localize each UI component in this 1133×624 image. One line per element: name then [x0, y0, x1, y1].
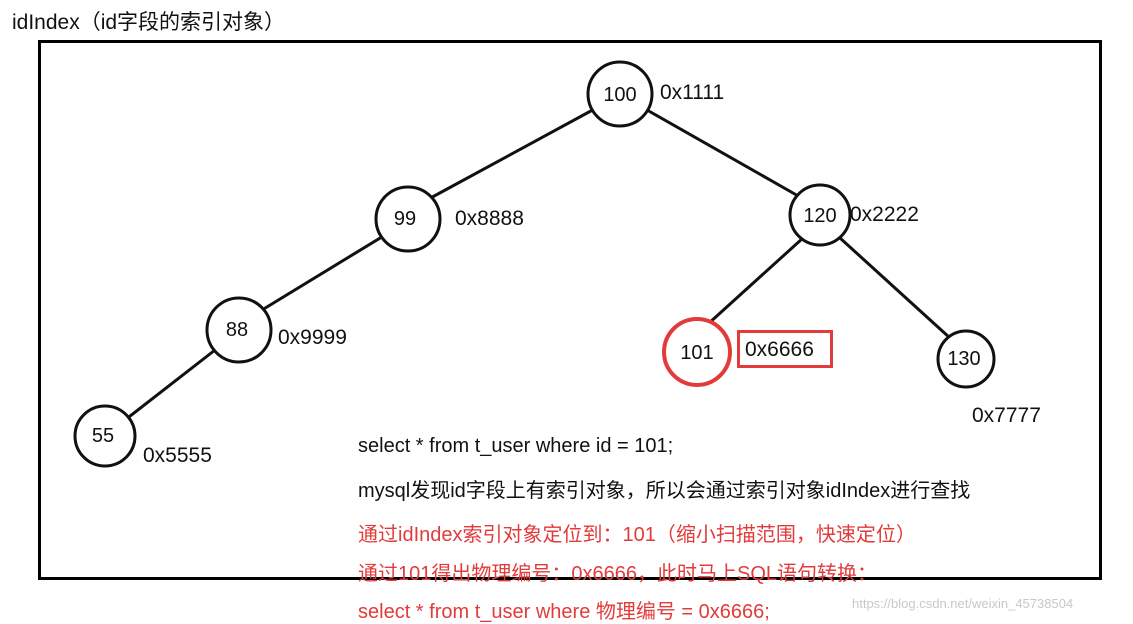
node-value: 130	[947, 348, 980, 370]
highlighted-address-box	[737, 330, 833, 368]
tree-node-99: 99	[374, 185, 442, 253]
edge-100-99	[424, 104, 601, 203]
highlight-line: 通过idIndex索引对象定位到：101（缩小扫描范围，快速定位）	[358, 524, 916, 546]
node-value: 100	[603, 84, 636, 106]
tree-node-130: 130	[936, 329, 996, 389]
sql-query-line: select * from t_user where id = 101;	[358, 435, 674, 457]
edge-100-120	[639, 104, 801, 199]
node-value: 99	[394, 208, 416, 230]
node-address: 0x2222	[850, 203, 919, 226]
converted-sql-line: select * from t_user where 物理编号 = 0x6666…	[358, 601, 770, 623]
node-value: 120	[803, 205, 836, 227]
tree-node-101: 101	[662, 317, 732, 387]
edge-88-55	[124, 348, 216, 422]
node-address: 0x6666	[745, 338, 814, 361]
node-address: 0x9999	[278, 326, 347, 349]
node-value: 101	[680, 342, 713, 364]
edge-120-130	[838, 236, 952, 340]
tree-node-55: 55	[73, 404, 137, 468]
node-value: 55	[92, 425, 114, 447]
edge-120-101	[706, 236, 805, 326]
explanation-line: mysql发现id字段上有索引对象，所以会通过索引对象idIndex进行查找	[358, 480, 971, 502]
tree-node-88: 88	[205, 296, 273, 364]
watermark: https://blog.csdn.net/weixin_45738504	[852, 596, 1074, 611]
highlight-line: 通过101得出物理编号：0x6666，此时马上SQL语句转换：	[358, 563, 878, 585]
node-address: 0x5555	[143, 444, 212, 467]
node-address: 0x1111	[660, 81, 725, 104]
edge-99-88	[261, 233, 386, 312]
node-address: 0x8888	[455, 207, 524, 230]
node-address: 0x7777	[972, 404, 1041, 427]
tree-node-100: 100	[586, 60, 654, 128]
diagram-frame	[38, 40, 1102, 580]
tree-node-120: 120	[788, 183, 852, 247]
node-value: 88	[226, 319, 248, 341]
diagram-title: idIndex（id字段的索引对象）	[12, 11, 286, 34]
